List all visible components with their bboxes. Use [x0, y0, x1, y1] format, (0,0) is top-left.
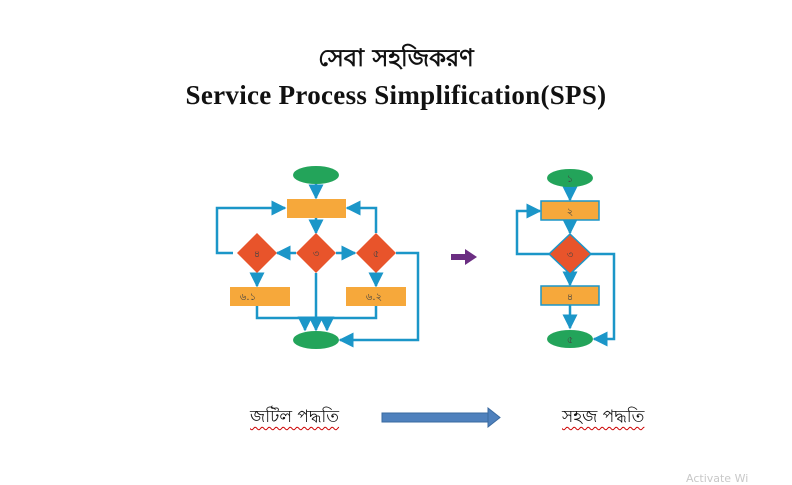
title-english: Service Process Simplification(SPS) — [185, 80, 607, 110]
connector — [319, 306, 378, 332]
process-box — [287, 199, 346, 218]
simple-start-terminal — [547, 169, 593, 187]
connector — [515, 203, 549, 256]
simple-label-4: ৪ — [567, 292, 574, 303]
caption-complex: জটিল পদ্ধতি — [250, 407, 340, 427]
simple-label-5: ৫ — [567, 335, 574, 346]
simple-process-4 — [540, 285, 600, 306]
decision-label-5: ৫ — [373, 249, 380, 260]
simple-decision-3 — [547, 232, 593, 276]
simple-end-terminal — [547, 330, 593, 348]
transition-arrow — [451, 249, 477, 265]
decision-label-4: ৪ — [254, 249, 261, 260]
simple-process-2 — [540, 200, 600, 221]
title-bengali: সেবা সহজিকরণ — [318, 44, 474, 72]
decision-label-3: ৩ — [313, 249, 320, 260]
connector — [215, 200, 287, 255]
decision-diamond-5 — [356, 233, 396, 273]
simple-label-3: ৩ — [567, 250, 574, 261]
simple-label-1: ১ — [567, 174, 574, 185]
simple-flowchart — [515, 186, 616, 347]
process-label-6-2: ৬.২ — [366, 292, 382, 303]
end-terminal — [293, 331, 339, 349]
connector — [591, 252, 616, 347]
complex-flowchart — [215, 184, 420, 348]
start-terminal — [293, 166, 339, 184]
simple-nodes: ১ ২ ৩ ৪ ৫ — [540, 169, 600, 348]
watermark-text: Activate Wi — [686, 472, 749, 485]
process-box-6-2 — [346, 287, 406, 306]
connector — [345, 200, 378, 233]
decision-diamond-4 — [237, 233, 277, 273]
simple-label-2: ২ — [567, 207, 574, 218]
connector — [255, 306, 313, 332]
process-box-6-1 — [230, 287, 290, 306]
decision-diamond-3 — [296, 233, 336, 273]
connector — [338, 251, 420, 348]
complex-nodes: ৪ ৩ ৫ ৬.১ ৬.২ — [230, 166, 406, 349]
caption-arrow — [381, 406, 501, 429]
process-label-6-1: ৬.১ — [240, 292, 256, 303]
caption-simple: সহজ পদ্ধতি — [562, 407, 645, 427]
